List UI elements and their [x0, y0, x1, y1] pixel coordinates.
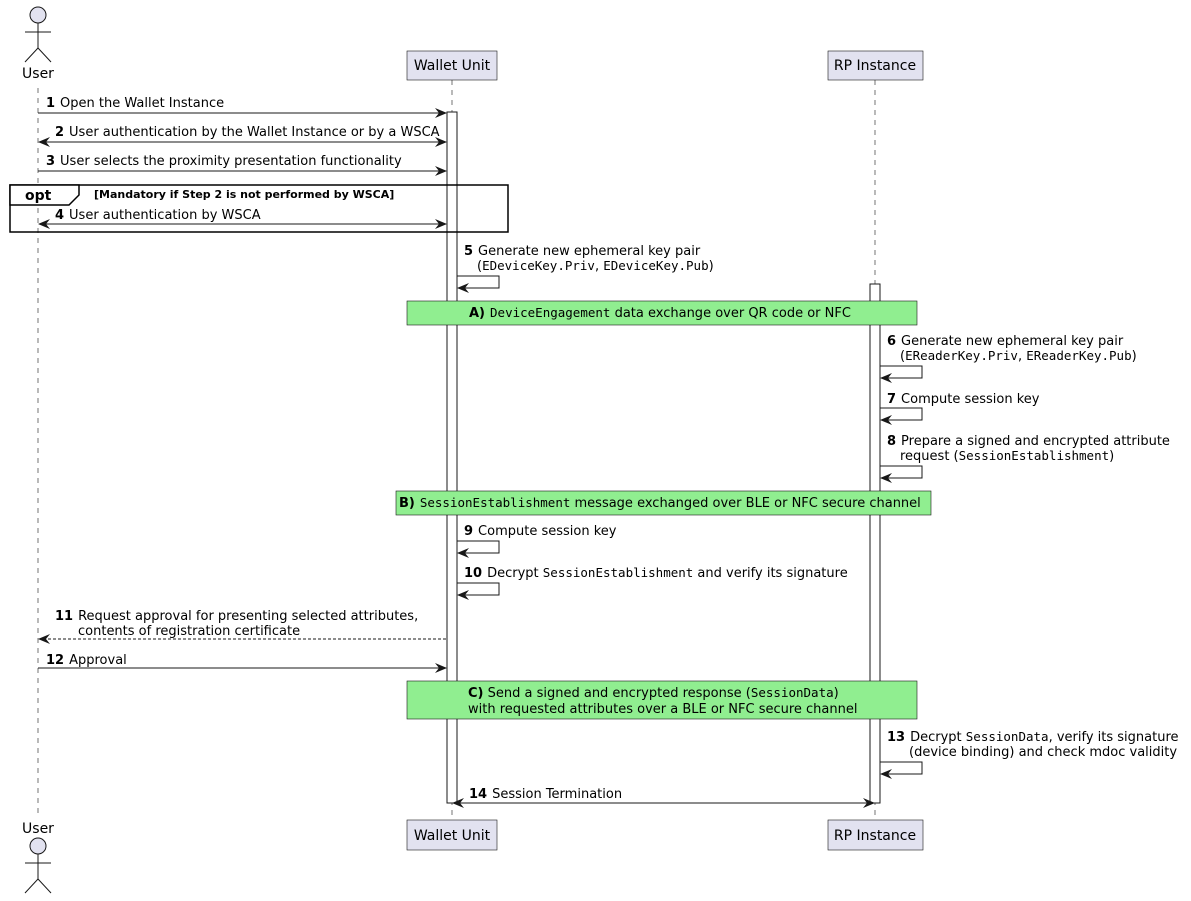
svg-text:contents of registration certi: contents of registration certificate: [78, 624, 300, 639]
rp-participant-top: RP Instance: [827, 50, 924, 81]
rp-label-top: RP Instance: [834, 58, 916, 74]
note-b: B)SessionEstablishment message exchanged…: [395, 490, 932, 516]
rp-label-bottom: RP Instance: [834, 828, 916, 844]
rp-activation: [869, 283, 881, 804]
user-actor-bottom: User: [22, 821, 54, 894]
user-label-top: User: [22, 66, 54, 82]
user-label-bottom: User: [22, 821, 54, 837]
svg-text:B)SessionEstablishment message: B)SessionEstablishment message exchanged…: [399, 495, 921, 511]
user-actor-top: User: [22, 6, 54, 82]
svg-text:(device binding) and check mdo: (device binding) and check mdoc validity: [909, 745, 1177, 760]
wallet-label-bottom: Wallet Unit: [414, 828, 491, 844]
svg-text:(EReaderKey.Priv, EReaderKey.P: (EReaderKey.Priv, EReaderKey.Pub): [900, 348, 1137, 364]
svg-text:(EDeviceKey.Priv, EDeviceKey.P: (EDeviceKey.Priv, EDeviceKey.Pub): [477, 258, 714, 274]
svg-text:C) Send a signed and encrypted: C) Send a signed and encrypted response …: [468, 685, 839, 701]
opt-guard: [Mandatory if Step 2 is not performed by…: [94, 188, 394, 201]
opt-fragment: opt [Mandatory if Step 2 is not performe…: [9, 184, 509, 233]
note-a: A)DeviceEngagement data exchange over QR…: [406, 300, 918, 326]
rp-participant-bottom: RP Instance: [827, 819, 924, 851]
svg-text:with requested attributes over: with requested attributes over a BLE or …: [468, 702, 857, 717]
svg-text:A)DeviceEngagement data exchan: A)DeviceEngagement data exchange over QR…: [469, 305, 851, 321]
note-c: C) Send a signed and encrypted response …: [406, 680, 918, 720]
wallet-participant-bottom: Wallet Unit: [406, 819, 498, 851]
svg-text:request (SessionEstablishment): request (SessionEstablishment): [900, 448, 1114, 464]
opt-keyword: opt: [25, 188, 52, 204]
wallet-participant-top: Wallet Unit: [406, 50, 498, 81]
wallet-label-top: Wallet Unit: [414, 58, 491, 74]
